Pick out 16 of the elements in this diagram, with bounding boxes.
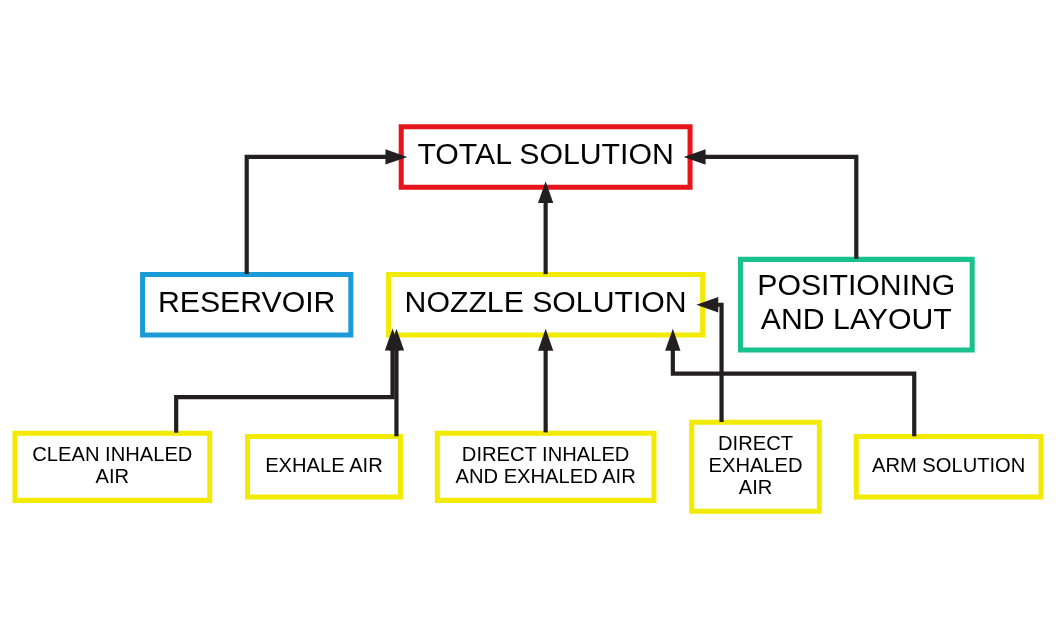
node-box: RESERVOIR: [140, 271, 354, 337]
arrow: [537, 328, 554, 432]
node-box: DIRECT INHALED AND EXHALED AIR: [434, 430, 657, 503]
node-box: POSITIONING AND LAYOUT: [737, 256, 975, 353]
node-box: NOZZLE SOLUTION: [386, 271, 706, 337]
node-box: CLEAN INHALED AIR: [12, 430, 213, 503]
node-box: DIRECT EXHALED AIR: [689, 419, 822, 514]
arrow: [244, 148, 408, 274]
node-box: ARM SOLUTION: [853, 433, 1044, 500]
arrow: [537, 180, 554, 274]
arrow: [683, 148, 859, 259]
arrow: [388, 328, 405, 436]
arrow: [665, 328, 917, 436]
node-box: TOTAL SOLUTION: [398, 123, 693, 190]
node-box: EXHALE AIR: [245, 433, 403, 500]
arrow: [696, 296, 724, 422]
